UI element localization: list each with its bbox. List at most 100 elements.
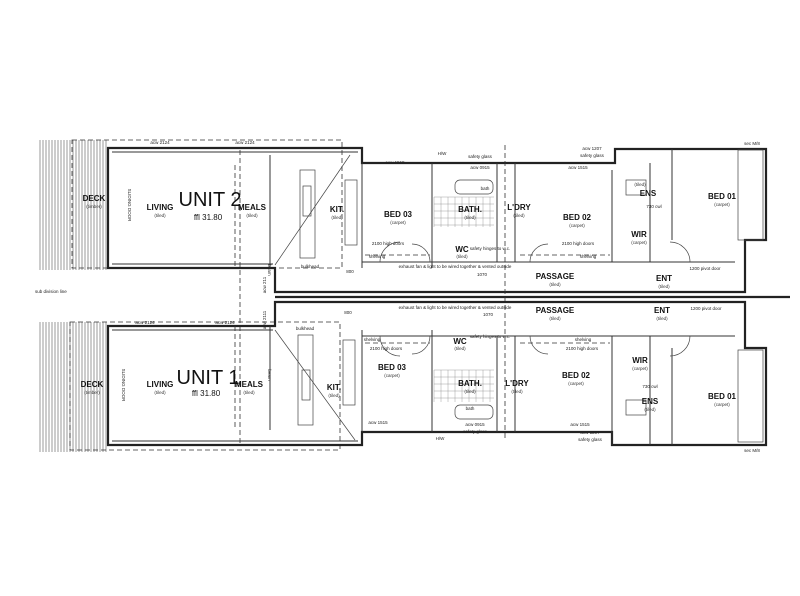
shelving-note: shelving [580,254,597,259]
window-note: acw 1515 [385,160,405,165]
toilet-icon [625,399,647,416]
toilet-icon [625,179,647,196]
partition-walls [361,330,673,445]
doors-note: 2100 high doors [370,346,403,351]
ent-label: ENT [656,274,672,283]
unit-1-walls [106,300,768,447]
shelving-note: shelving [575,337,592,342]
window [737,349,764,443]
passage-finish: (tiled) [549,316,561,321]
ldry-label: L'DRY [507,203,531,212]
window-note: acw 211 [262,276,267,293]
glass-note: safety glass [468,154,493,159]
ldry-finish: (tiled) [511,389,523,394]
glass-note: safety glass [463,429,488,434]
bath-label: BATH. [458,379,482,388]
bulkhead-note: bulkhead [301,264,320,269]
robe-note: 730 cwl [642,384,657,389]
hw-note: H/W [438,151,448,156]
bath-tiles [433,196,494,227]
exhaust-note: exhaust fan & light to be wired together… [399,305,512,310]
pivot-door-note: 1200 pivot door [689,266,721,271]
window-note: acw 1207 [582,146,602,151]
bed02-label: BED 02 [563,213,592,222]
bath-finish: (tiled) [464,389,476,394]
wir-finish: (carpet) [631,240,647,245]
bath-note: bath [466,406,475,411]
exhaust-note: exhaust fan & light to be wired together… [399,264,512,269]
bed03-finish: (carpet) [384,373,400,378]
dimension-note: 800 [346,269,354,274]
wc-label: WC [453,337,467,346]
deck-label: DECK [81,380,104,389]
passage-finish: (tiled) [549,282,561,287]
ent-finish: (tiled) [656,316,668,321]
door-swings [379,335,691,357]
bed03-label: BED 03 [378,363,407,372]
unit-1-labels: DECK (timber) SLIDING DOOR LIVING (tiled… [81,305,761,453]
bath-tiles [433,369,494,402]
unit-title: UNIT 1 [177,367,240,389]
ens-finish: (tiled) [634,182,646,187]
meals-label: MEALS [238,203,267,212]
sec-note: sec M/8 [744,141,760,146]
window-note: acw 1515 [568,165,588,170]
bed01-label: BED 01 [708,192,737,201]
passage-label: PASSAGE [536,272,575,281]
ens-label: ENS [640,189,657,198]
shelving-note: shelving [364,337,381,342]
wc-finish: (tiled) [456,254,468,259]
window-note: acw 2124 [215,320,235,325]
shelving-note: shelving [369,254,386,259]
bed01-label: BED 01 [708,392,737,401]
meals-label: MEALS [235,380,264,389]
doors-note: 2100 high doors [562,241,595,246]
bed02-label: BED 02 [562,371,591,380]
unit-2-labels: DECK (timber) SLIDING DOOR LIVING (tiled… [83,140,761,293]
kitchen-bench [342,339,356,406]
beam-note: beam [267,264,272,276]
robe-note: 730 cwl [646,204,661,209]
bed02-finish: (carpet) [568,381,584,386]
meals-finish: (tiled) [246,213,258,218]
bath-finish: (tiled) [464,215,476,220]
passage-label: PASSAGE [536,306,575,315]
sliding-door-note: SLIDING DOOR [121,369,126,403]
window-note: acw 1515 [570,422,590,427]
unit-1 [39,300,768,452]
window-note: acw 2111 [262,310,267,329]
bed01-finish: (carpet) [714,202,730,207]
pivot-door-note: 1200 pivot door [690,306,722,311]
bed03-label: BED 03 [384,210,413,219]
unit-title: UNIT 2 [179,189,242,211]
sub-division-line-label: sub division line [35,289,67,294]
window-note: acw 0915 [470,165,490,170]
kit-label: KIT. [327,383,341,392]
living-finish: (tiled) [154,213,166,218]
hinges-note: safety hinges to w.c. [470,246,511,251]
sink-icon [302,185,312,217]
kitchen-bench [344,179,358,246]
window-note: acw 2124 [150,140,170,145]
bathtub [454,404,494,420]
dimension-note: 800 [344,310,352,315]
ldry-label: L'DRY [505,379,529,388]
partition-walls [361,149,673,268]
window-note: acw 2124 [235,140,255,145]
door-swings [379,241,691,263]
ens-label: ENS [642,397,659,406]
sec-note: sec M/8 [744,448,760,453]
bathtub [454,179,494,195]
beam-note: beam [267,369,272,381]
inner-wall-line [112,151,358,265]
living-label: LIVING [147,380,174,389]
bulkhead-note: bulkhead [296,326,315,331]
bath-label: BATH. [458,205,482,214]
window-note: acw 1515 [368,420,388,425]
deck-finish: (timber) [86,204,102,209]
ffl-level: ffl 31.80 [194,213,223,222]
window-note: acw 1207 [580,430,600,435]
bath-note: bath [481,186,490,191]
window-note: acw 0915 [465,422,485,427]
